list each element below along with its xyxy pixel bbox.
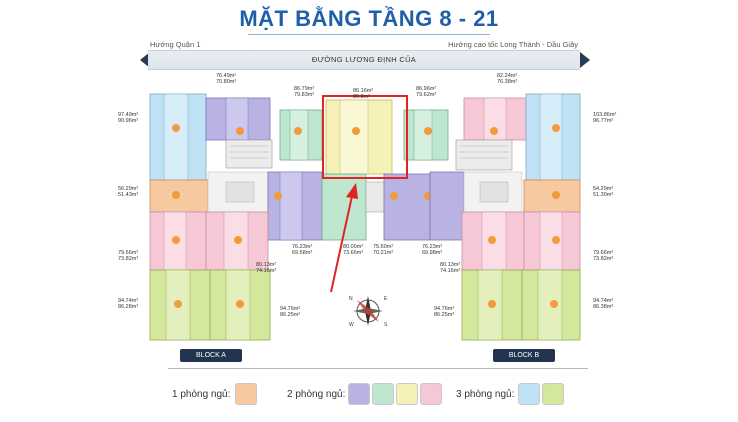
core-stairs-b: [455, 139, 513, 171]
page-title: MẶT BẰNG TẦNG 8 - 21: [239, 6, 499, 31]
highlight-arrow: [330, 195, 353, 293]
unit-b-bottom-left-rooms: [477, 269, 503, 341]
road-label: ĐƯỜNG LƯƠNG ĐỊNH CỦA: [311, 55, 417, 64]
unit-marker: [552, 124, 560, 132]
legend-swatch-pink: [420, 383, 442, 405]
unit-marker: [274, 192, 282, 200]
unit-a-mid-purple-rooms: [279, 171, 303, 241]
unit-center-green-rooms: [413, 109, 433, 161]
unit-center-mid-right[interactable]: [383, 173, 431, 241]
core-center: [365, 181, 385, 213]
unit-a-top-left-rooms: [163, 93, 189, 181]
legend-swatch-orange: [235, 383, 257, 405]
legend-swatch-blue: [518, 383, 540, 405]
unit-marker: [488, 300, 496, 308]
legend-swatch-yellow: [396, 383, 418, 405]
compass-s: S: [384, 322, 388, 328]
road-arrow-right-icon: [580, 52, 590, 68]
compass-n: N: [349, 296, 353, 302]
legend-two-bed: 2 phòng ngủ:: [287, 389, 346, 400]
lift-core-b: [479, 181, 509, 203]
legend-three-bed: 3 phòng ngủ:: [456, 389, 515, 400]
unit-b-top-right-rooms: [539, 93, 563, 181]
legend-swatch-green: [372, 383, 394, 405]
compass-w: W: [349, 322, 354, 328]
unit-b-orange[interactable]: [523, 179, 581, 213]
compass-e: E: [384, 296, 388, 302]
road-arrow-left-icon: [140, 52, 150, 68]
unit-b-mid-purple[interactable]: [429, 171, 465, 241]
unit-marker: [236, 127, 244, 135]
compass-icon: [353, 296, 383, 326]
unit-marker: [172, 191, 180, 199]
unit-marker: [552, 236, 560, 244]
unit-marker: [172, 124, 180, 132]
highlight-box: [322, 95, 408, 179]
block-b-label[interactable]: BLOCK B: [493, 349, 555, 362]
legend-swatch-purple: [348, 383, 370, 405]
title-underline: [248, 34, 490, 35]
unit-b-bottom-right-rooms: [537, 269, 563, 341]
block-a-label[interactable]: BLOCK A: [180, 349, 242, 362]
unit-marker: [424, 127, 432, 135]
unit-marker: [236, 300, 244, 308]
road-band: ĐƯỜNG LƯƠNG ĐỊNH CỦA: [148, 50, 580, 70]
unit-marker: [390, 192, 398, 200]
unit-marker: [550, 300, 558, 308]
unit-a-top-purple-rooms: [225, 97, 249, 141]
legend-one-bed: 1 phòng ngủ:: [172, 389, 231, 400]
core-stairs-a: [225, 139, 273, 169]
unit-a-top-green-rooms: [289, 109, 309, 161]
unit-marker: [552, 191, 560, 199]
unit-marker: [352, 127, 360, 135]
unit-marker: [174, 300, 182, 308]
unit-marker: [294, 127, 302, 135]
lift-core-a: [225, 181, 255, 203]
highlight-arrowhead-icon: [346, 183, 358, 199]
legend-swatch-lime: [542, 383, 564, 405]
legend-divider: [168, 368, 588, 369]
direction-left: Hướng Quận 1: [150, 40, 201, 49]
unit-marker: [490, 127, 498, 135]
direction-right: Hướng cao tốc Long Thành - Dầu Giây: [448, 40, 578, 49]
unit-center-yellow-rooms: [339, 99, 369, 175]
unit-marker: [234, 236, 242, 244]
unit-marker: [488, 236, 496, 244]
unit-marker: [172, 236, 180, 244]
